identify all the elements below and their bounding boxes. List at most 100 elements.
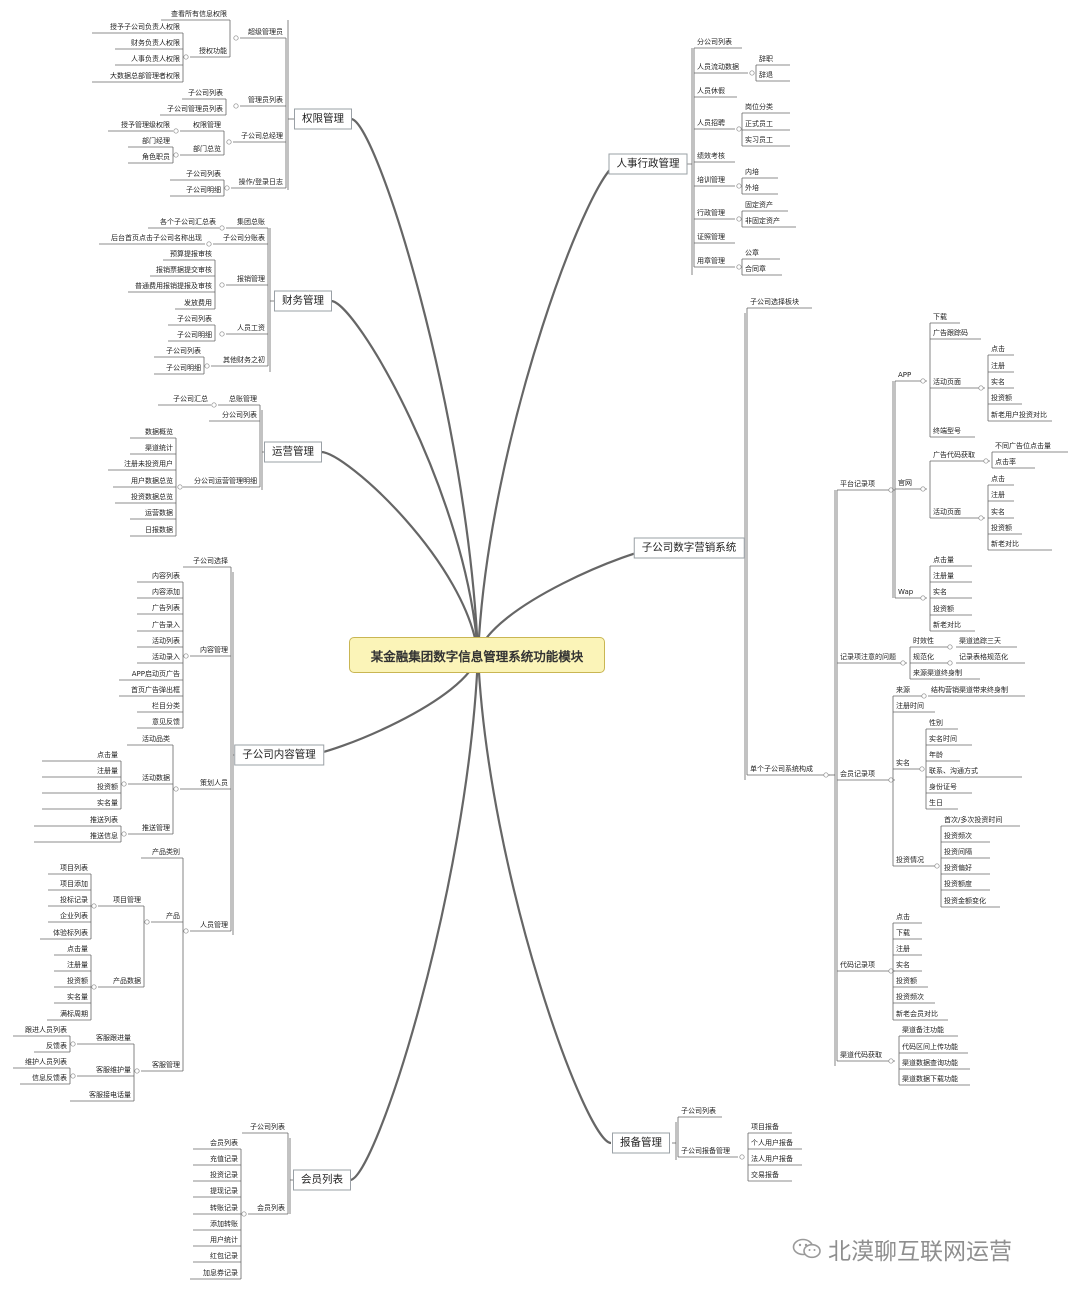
- node-shimingliang[interactable]: 实名量: [97, 799, 118, 807]
- node-zigongsiliebiao[interactable]: 子公司列表: [186, 170, 221, 178]
- node-hetongzhang[interactable]: 合同章: [745, 265, 766, 273]
- collapse-toggle[interactable]: [900, 660, 906, 666]
- node-tuisongliebiao[interactable]: 推送列表: [90, 816, 118, 824]
- node-zhuceliang[interactable]: 注册量: [67, 961, 88, 969]
- node-dashuju[interactable]: 大数据总部管理者权限: [110, 72, 180, 80]
- node-touzie2[interactable]: 投资额: [991, 524, 1012, 532]
- node-touzijilu[interactable]: 投资记录: [210, 1171, 238, 1179]
- node-qiyeliebiao[interactable]: 企业列表: [60, 912, 88, 920]
- collapse-toggle[interactable]: [233, 35, 239, 41]
- node-qudaochaxun[interactable]: 渠道数据查询功能: [902, 1059, 958, 1067]
- node-jiaosezhiyuan[interactable]: 角色职员: [142, 153, 170, 161]
- node-zigongsiliebiao3[interactable]: 子公司列表: [681, 1107, 716, 1115]
- collapse-toggle[interactable]: [219, 282, 225, 288]
- branch-quanxian[interactable]: 权限管理: [294, 108, 352, 130]
- node-guanggaoliebiao[interactable]: 广告列表: [152, 604, 180, 612]
- node-zhuce[interactable]: 注册: [991, 362, 1005, 370]
- collapse-toggle[interactable]: [823, 772, 829, 778]
- node-chanpinshuju[interactable]: 产品数据: [113, 977, 141, 985]
- node-qudaotongji[interactable]: 渠道统计: [145, 444, 173, 452]
- node-xinlaohuiyuan[interactable]: 新老会员对比: [896, 1010, 938, 1018]
- node-zigongsiliebiao[interactable]: 子公司列表: [250, 1123, 285, 1131]
- collapse-toggle[interactable]: [219, 331, 225, 337]
- node-gudingzichan[interactable]: 固定资产: [745, 201, 773, 209]
- node-xiazai[interactable]: 下载: [933, 313, 947, 321]
- node-dianjilv[interactable]: 点击率: [995, 458, 1016, 466]
- collapse-toggle[interactable]: [736, 264, 742, 270]
- collapse-toggle[interactable]: [888, 1058, 894, 1064]
- node-daimajilu[interactable]: 代码记录项: [840, 961, 875, 969]
- node-tianjiazhuanzhang[interactable]: 添加转账: [210, 1220, 238, 1228]
- node-zhengzhaoguanli[interactable]: 证照管理: [697, 233, 725, 241]
- node-neipei[interactable]: 内培: [745, 168, 759, 176]
- node-renyuangongzi[interactable]: 人员工资: [237, 324, 265, 332]
- node-farenyonghu[interactable]: 法人用户报备: [751, 1155, 793, 1163]
- collapse-toggle[interactable]: [947, 660, 953, 666]
- node-baoxiaoshenqing[interactable]: 报销票据提交审核: [156, 266, 212, 274]
- node-fengongsiliebiao2[interactable]: 分公司列表: [697, 38, 732, 46]
- node-neirongguanli[interactable]: 内容管理: [200, 646, 228, 654]
- node-neirongliebiao[interactable]: 内容列表: [152, 572, 180, 580]
- node-bumenjingli[interactable]: 部门经理: [142, 137, 170, 145]
- collapse-toggle[interactable]: [978, 385, 984, 391]
- branch-neirong[interactable]: 子公司内容管理: [234, 744, 324, 766]
- node-shenfenzheng[interactable]: 身份证号: [929, 783, 957, 791]
- node-touzipianhao[interactable]: 投资偏好: [944, 864, 972, 872]
- node-guanwang[interactable]: 官网: [898, 479, 912, 487]
- node-shouyuzigongsi[interactable]: 授予子公司负责人权限: [110, 23, 180, 31]
- node-touzijinebianhua[interactable]: 投资金额变化: [944, 897, 986, 905]
- collapse-toggle[interactable]: [173, 152, 179, 158]
- node-huodongyemian[interactable]: 活动页面: [933, 508, 961, 516]
- node-appqidongye[interactable]: APP启动页广告: [131, 670, 180, 678]
- collapse-toggle[interactable]: [739, 1154, 745, 1160]
- node-renyuanzhaopin[interactable]: 人员招聘: [697, 119, 725, 127]
- node-qudaodaima[interactable]: 渠道代码获取: [840, 1051, 882, 1059]
- node-cizhi[interactable]: 辞职: [759, 55, 773, 63]
- node-tuisongguanli[interactable]: 推送管理: [142, 824, 170, 832]
- collapse-toggle[interactable]: [204, 363, 210, 369]
- collapse-toggle[interactable]: [219, 225, 225, 231]
- node-toubiaojilu[interactable]: 投标记录: [60, 896, 88, 904]
- node-daimaqujian[interactable]: 代码区间上传功能: [902, 1043, 958, 1051]
- node-chanpin[interactable]: 产品: [166, 912, 180, 920]
- collapse-toggle[interactable]: [226, 139, 232, 145]
- node-huodongpinlei[interactable]: 活动品类: [142, 735, 170, 743]
- node-guifanhua[interactable]: 规范化: [913, 653, 934, 661]
- node-zigongsiguanliyuanliebiao[interactable]: 子公司管理员列表: [167, 105, 223, 113]
- node-chanpinleibie[interactable]: 产品类别: [152, 848, 180, 856]
- node-shiming2[interactable]: 实名: [896, 759, 910, 767]
- node-xinxifankuibiao[interactable]: 信息反馈表: [32, 1074, 67, 1082]
- node-dianji[interactable]: 点击: [991, 475, 1005, 483]
- node-xuanzebankuai[interactable]: 子公司选择板块: [750, 298, 799, 306]
- node-guanggaoluru[interactable]: 广告录入: [152, 621, 180, 629]
- collapse-toggle[interactable]: [920, 595, 926, 601]
- node-tiyanbiao[interactable]: 体验标列表: [53, 929, 88, 937]
- node-jilubiaoge[interactable]: 记录表格规范化: [959, 653, 1008, 661]
- node-zigongsiliebiao[interactable]: 子公司列表: [177, 315, 212, 323]
- collapse-toggle[interactable]: [919, 766, 925, 772]
- node-tuisongxinxi[interactable]: 推送信息: [90, 832, 118, 840]
- node-ribaoshuju[interactable]: 日报数据: [145, 526, 173, 534]
- node-gezigongsihuizong[interactable]: 各个子公司汇总表: [160, 218, 216, 226]
- node-dianjiliang2[interactable]: 点击量: [933, 556, 954, 564]
- node-lanmufenlei[interactable]: 栏目分类: [152, 702, 180, 710]
- node-huodongyemian[interactable]: 活动页面: [933, 378, 961, 386]
- node-yongzhangguanli[interactable]: 用章管理: [697, 257, 725, 265]
- node-laiyuanqudao[interactable]: 来源渠道终身制: [913, 669, 962, 677]
- node-xingbie[interactable]: 性别: [929, 719, 943, 727]
- branch-yunying[interactable]: 运营管理: [264, 441, 322, 463]
- node-touzishujuzonglan[interactable]: 投资数据总览: [131, 493, 173, 501]
- node-jiaxiquanjilu[interactable]: 加息券记录: [203, 1269, 238, 1277]
- node-kefujiedian[interactable]: 客服接电话量: [89, 1091, 131, 1099]
- collapse-toggle[interactable]: [134, 1068, 140, 1074]
- node-gerenyonghu[interactable]: 个人用户报备: [751, 1139, 793, 1147]
- node-caozuodenglu[interactable]: 操作/登录日志: [238, 178, 283, 186]
- node-zigongsizongjingli[interactable]: 子公司总经理: [241, 132, 283, 140]
- collapse-toggle[interactable]: [736, 126, 742, 132]
- node-gouchengxiang[interactable]: 单个子公司系统构成: [750, 765, 813, 773]
- node-dianjiliang[interactable]: 点击量: [67, 945, 88, 953]
- node-huiyuanliebiao[interactable]: 会员列表: [257, 1204, 285, 1212]
- node-touziedu[interactable]: 投资额度: [944, 880, 972, 888]
- collapse-toggle[interactable]: [91, 903, 97, 909]
- node-touzipinci[interactable]: 投资频次: [944, 832, 972, 840]
